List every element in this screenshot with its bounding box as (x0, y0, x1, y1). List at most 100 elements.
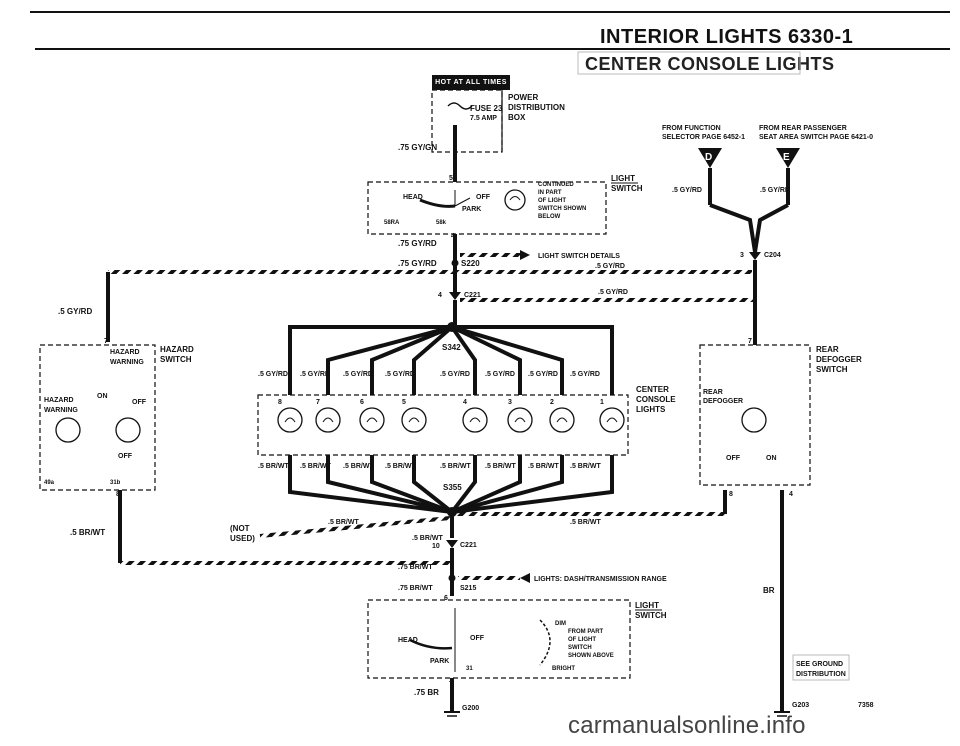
svg-text:OF LIGHT: OF LIGHT (538, 198, 566, 204)
svg-text:S215: S215 (460, 585, 476, 592)
svg-text:.5 GY/RD: .5 GY/RD (595, 263, 625, 270)
svg-text:.5 GY/RD: .5 GY/RD (343, 371, 373, 378)
svg-text:.75 BR/WT: .75 BR/WT (398, 585, 433, 592)
svg-text:5: 5 (449, 175, 453, 182)
console-pin-label: 4 (463, 399, 467, 406)
hot-at-all-times-badge: HOT AT ALL TIMES (432, 75, 510, 90)
svg-text:E: E (783, 152, 790, 163)
svg-text:HEAD: HEAD (398, 637, 418, 644)
svg-text:CENTER: CENTER (636, 385, 669, 394)
svg-text:.5 GY/RD: .5 GY/RD (528, 371, 558, 378)
subtitle-frame (577, 51, 801, 75)
console-lamp-icon (549, 407, 575, 433)
console-pin-label: 1 (600, 399, 604, 406)
defogger-lamp-icon (741, 407, 767, 433)
svg-text:DEFOGGER: DEFOGGER (703, 398, 743, 405)
svg-text:SWITCH: SWITCH (160, 355, 192, 364)
svg-text:HAZARD: HAZARD (110, 349, 140, 356)
svg-text:4: 4 (438, 292, 442, 299)
page-title: INTERIOR LIGHTS 6330-1 (600, 26, 854, 48)
svg-text:S355: S355 (443, 483, 462, 492)
svg-text:3: 3 (740, 252, 744, 259)
svg-text:HAZARD: HAZARD (160, 345, 194, 354)
svg-text:.5 GY/RD: .5 GY/RD (258, 371, 288, 378)
svg-text:.5 BR/WT: .5 BR/WT (485, 463, 516, 470)
svg-text:D: D (705, 152, 712, 163)
svg-text:C221: C221 (460, 542, 477, 549)
svg-text:8: 8 (729, 491, 733, 498)
svg-text:SELECTOR PAGE 6452-1: SELECTOR PAGE 6452-1 (662, 134, 745, 141)
svg-text:.5 GY/RD: .5 GY/RD (570, 371, 600, 378)
light-switch-label-1: LIGHT (611, 174, 635, 183)
svg-text:.5 BR/WT: .5 BR/WT (385, 463, 416, 470)
svg-text:ON: ON (97, 393, 108, 400)
svg-text:BRIGHT: BRIGHT (552, 666, 575, 672)
splice-s215 (448, 574, 456, 582)
svg-text:.5 BR/WT: .5 BR/WT (570, 463, 601, 470)
console-lamp-icon (359, 407, 385, 433)
svg-text:.5 GY/RD: .5 GY/RD (300, 371, 330, 378)
svg-text:WARNING: WARNING (44, 407, 78, 414)
svg-text:DIM: DIM (555, 621, 566, 627)
svg-text:10: 10 (432, 543, 440, 550)
svg-text:.5 GY/RD: .5 GY/RD (440, 371, 470, 378)
svg-text:SHOWN ABOVE: SHOWN ABOVE (568, 653, 614, 659)
svg-text:.5 BR/WT: .5 BR/WT (528, 463, 559, 470)
svg-text:IN PART: IN PART (538, 190, 562, 196)
watermark: carmanualsonline.info (568, 712, 806, 739)
svg-text:6: 6 (444, 595, 448, 602)
console-pin-label: 7 (316, 399, 320, 406)
console-pin-label: 6 (360, 399, 364, 406)
svg-text:CONTINUED: CONTINUED (538, 182, 574, 188)
svg-text:FROM FUNCTION: FROM FUNCTION (662, 125, 721, 132)
svg-text:FROM REAR PASSENGER: FROM REAR PASSENGER (759, 125, 847, 132)
hazard-switch-lamp-icon (115, 417, 141, 443)
light-switch-bottom: 6 LIGHT SWITCH DIM FROM PART OF LIGHT SW… (367, 595, 667, 688)
hazard-lamp-icon (55, 417, 81, 443)
svg-text:.75 BR/WT: .75 BR/WT (398, 564, 433, 571)
svg-text:LIGHTS: DASH/TRANSMISSION RANG: LIGHTS: DASH/TRANSMISSION RANGE (534, 576, 667, 583)
svg-text:.75 GY/RD: .75 GY/RD (398, 259, 437, 268)
svg-text:31b: 31b (110, 480, 121, 486)
svg-text:DEFOGGER: DEFOGGER (816, 355, 862, 364)
svg-text:PARK: PARK (430, 658, 449, 665)
light-switch-top: 5 LIGHT SWITCH CONTINUED IN PART OF LIGH… (367, 174, 643, 240)
fuse-box-label-1: POWER (508, 93, 538, 102)
svg-text:4: 4 (789, 491, 793, 498)
svg-text:SWITCH SHOWN: SWITCH SHOWN (538, 206, 586, 212)
splice-s220 (451, 259, 459, 267)
svg-text:.5 GY/RD: .5 GY/RD (485, 371, 515, 378)
console-lamp-icon (277, 407, 303, 433)
console-pin-label: 2 (550, 399, 554, 406)
svg-text:.5 GY/RD: .5 GY/RD (58, 307, 92, 316)
svg-text:OFF: OFF (476, 194, 491, 201)
svg-text:HAZARD: HAZARD (44, 397, 74, 404)
svg-text:USED): USED) (230, 534, 255, 543)
svg-text:31: 31 (466, 666, 473, 672)
fuse-icon (447, 102, 473, 110)
svg-text:SWITCH: SWITCH (816, 365, 848, 374)
console-pin-label: 5 (402, 399, 406, 406)
svg-text:WARNING: WARNING (110, 359, 144, 366)
svg-text:LIGHT SWITCH DETAILS: LIGHT SWITCH DETAILS (538, 253, 620, 260)
svg-text:C221: C221 (464, 292, 481, 299)
connector-c204 (749, 252, 761, 260)
svg-text:.75 GY/RD: .75 GY/RD (398, 239, 437, 248)
svg-text:7: 7 (104, 338, 108, 345)
svg-text:.5 BR/WT: .5 BR/WT (440, 463, 471, 470)
svg-text:S220: S220 (461, 259, 480, 268)
svg-text:CONSOLE: CONSOLE (636, 395, 676, 404)
svg-text:S342: S342 (442, 343, 461, 352)
svg-text:58RA: 58RA (384, 220, 400, 226)
svg-text:.5 GY/RD: .5 GY/RD (385, 371, 415, 378)
svg-text:G200: G200 (462, 705, 479, 712)
fuse-rating: 7.5 AMP (470, 115, 497, 122)
svg-text:G203: G203 (792, 702, 809, 709)
hazard-switch: 7 HAZARD SWITCH HAZARD WARNING HAZARD WA… (39, 338, 194, 498)
svg-text:.5 BR/WT: .5 BR/WT (328, 519, 359, 526)
svg-text:.5 BR/WT: .5 BR/WT (412, 535, 443, 542)
svg-text:OFF: OFF (726, 455, 741, 462)
svg-text:(NOT: (NOT (230, 524, 250, 533)
